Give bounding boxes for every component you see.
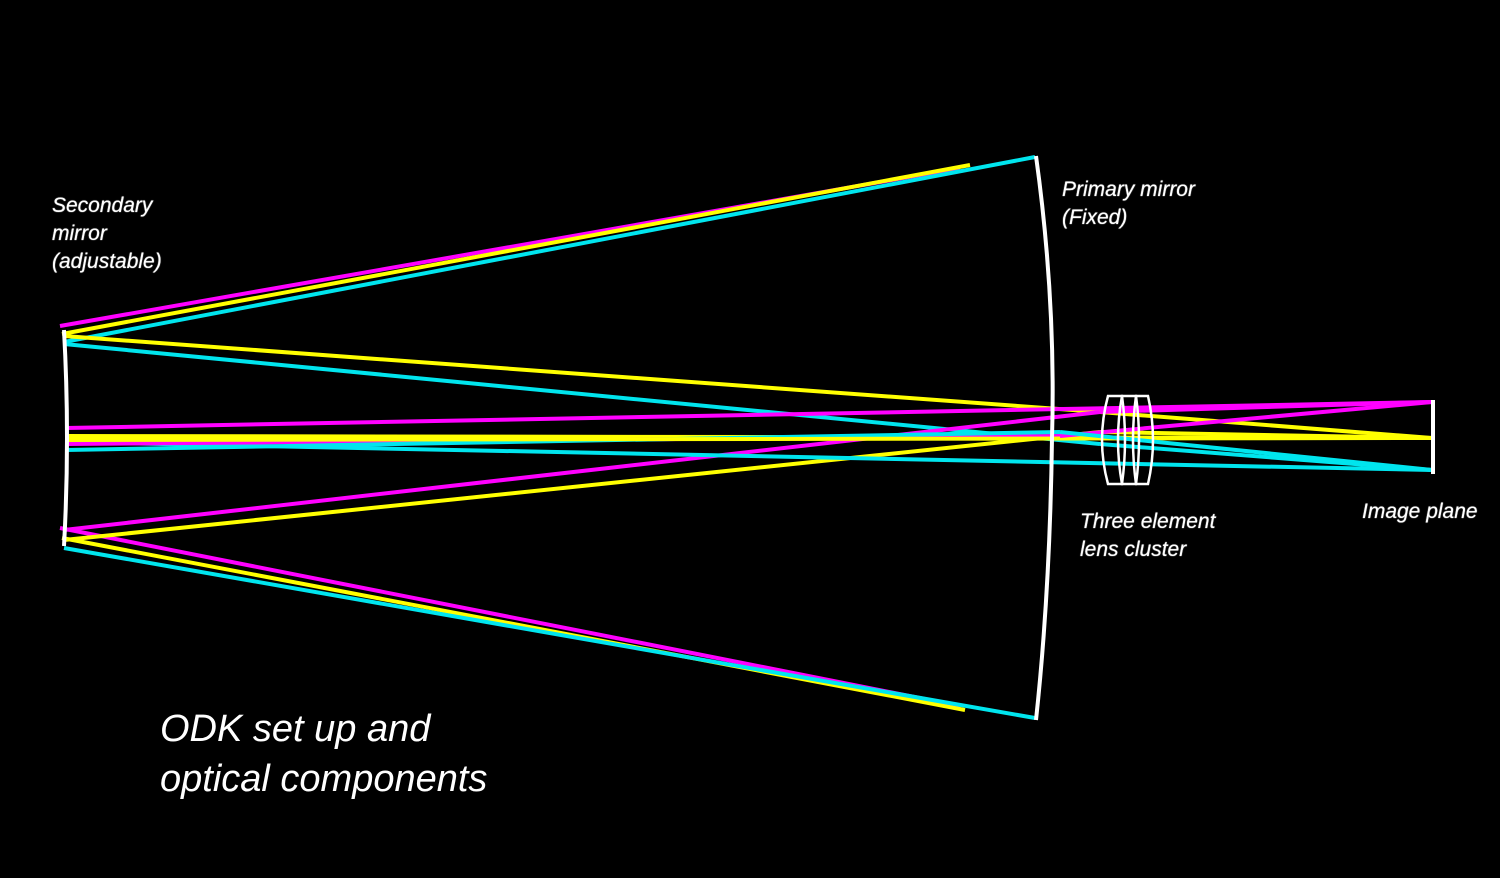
secondary-label-line-2: mirror <box>52 222 107 245</box>
ray-yellow-top-reflected <box>63 334 1101 414</box>
ray-cyan-top-reflected <box>63 342 1101 446</box>
diagram-caption: ODK set up and optical components <box>160 704 487 804</box>
primary-mirror <box>1034 155 1055 721</box>
primary-label-line-1: Primary mirror <box>1062 178 1195 201</box>
lower-incoming-rays <box>59 526 1036 720</box>
ray-cyan-axial-3 <box>1059 430 1433 472</box>
primary-mirror-label: Primary mirror (Fixed) <box>1062 176 1195 232</box>
ray-yellow-lower <box>61 536 966 712</box>
upper-incoming-rays <box>59 155 1036 344</box>
ray-yellow-top-to-image <box>1099 410 1433 440</box>
ray-magenta-axial-3 <box>1059 400 1433 438</box>
secondary-mirror <box>62 329 69 547</box>
image-plane-label: Image plane <box>1362 498 1478 526</box>
ray-yellow-upper <box>61 163 971 336</box>
lens-cluster-label: Three element lens cluster <box>1080 508 1215 564</box>
primary-label-line-2: (Fixed) <box>1062 206 1128 229</box>
lens-label-line-2: lens cluster <box>1080 538 1187 561</box>
caption-line-1: ODK set up and <box>160 708 431 750</box>
ray-magenta-axial-1 <box>65 400 1433 430</box>
image-plane-label-text: Image plane <box>1362 500 1478 523</box>
secondary-label-line-1: Secondary <box>52 194 153 217</box>
ray-magenta-lower <box>59 526 961 708</box>
secondary-mirror-label: Secondary mirror (adjustable) <box>52 192 162 276</box>
ray-yellow-axial-2 <box>65 436 1433 442</box>
ray-cyan-upper <box>63 155 1036 344</box>
ray-cyan-lower <box>63 546 1036 720</box>
ray-magenta-bottom-reflected <box>63 410 1101 532</box>
lens-cluster <box>1100 394 1155 486</box>
lens-label-line-1: Three element <box>1080 510 1216 533</box>
ray-yellow-bottom-reflected <box>63 430 1101 542</box>
lens-element-3 <box>1131 394 1155 486</box>
reflected-rays <box>63 334 1433 542</box>
caption-line-2: optical components <box>160 758 488 800</box>
secondary-label-line-3: (adjustable) <box>52 250 162 273</box>
